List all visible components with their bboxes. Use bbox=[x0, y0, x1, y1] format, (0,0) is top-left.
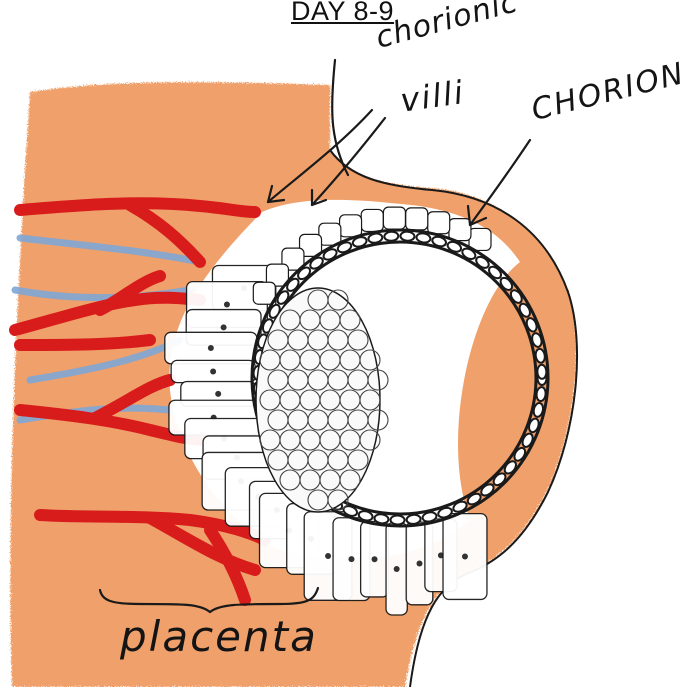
trophoblast-bead bbox=[537, 365, 547, 379]
villus-nucleus bbox=[325, 553, 331, 559]
artery bbox=[20, 340, 150, 345]
villus-nucleus bbox=[210, 368, 216, 374]
villus-cell bbox=[383, 207, 405, 229]
villus-nucleus bbox=[462, 554, 468, 560]
villus-nucleus bbox=[348, 556, 354, 562]
villus-nucleus bbox=[215, 391, 221, 397]
villus-cell bbox=[428, 212, 450, 234]
villus-cell bbox=[406, 208, 428, 230]
trophoblast-bead bbox=[536, 387, 547, 402]
trophoblast-bead bbox=[390, 515, 404, 524]
trophoblast-bead bbox=[384, 231, 399, 241]
villus-cell bbox=[449, 219, 471, 241]
trophoblast-bead bbox=[400, 231, 414, 241]
villus-nucleus bbox=[372, 556, 378, 562]
villus-cell bbox=[361, 209, 383, 231]
villus-nucleus bbox=[208, 345, 214, 351]
villus-nucleus bbox=[394, 566, 400, 572]
villus-cell bbox=[340, 215, 362, 237]
villus-cell bbox=[469, 228, 491, 250]
villus-nucleus bbox=[416, 560, 422, 566]
trophoblast-bead bbox=[374, 513, 389, 524]
trophoblast-bead bbox=[406, 514, 421, 524]
villus-nucleus bbox=[221, 324, 227, 330]
label-placenta: placenta bbox=[120, 612, 318, 661]
villus-cell bbox=[319, 223, 341, 245]
villus-nucleus bbox=[224, 302, 230, 308]
diagram-title: DAY 8-9 bbox=[0, 0, 685, 27]
inner-cell-mass-outline bbox=[256, 288, 380, 512]
